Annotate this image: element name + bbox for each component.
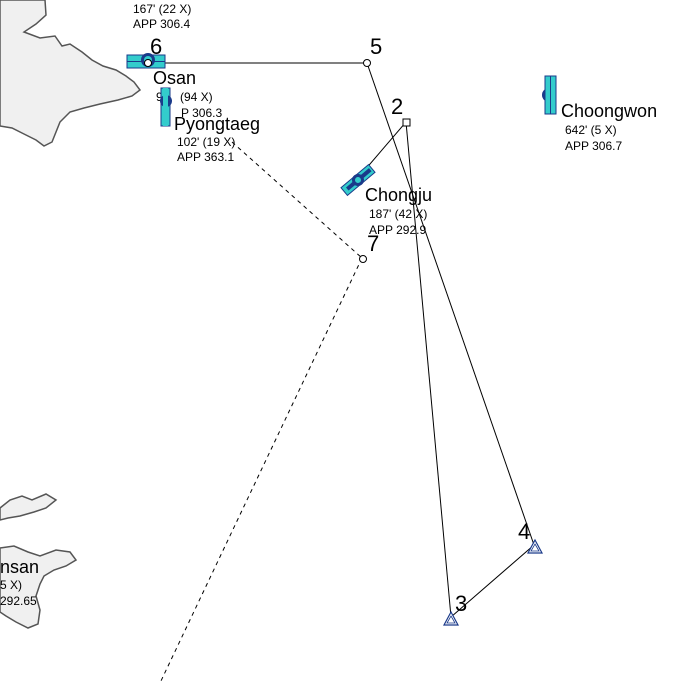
runway-overlay <box>163 88 168 126</box>
airfield-choongwon-elev: 642' (5 X) <box>565 123 617 137</box>
airfield-kunsan-name: nsan <box>0 557 39 577</box>
waypoint-2[interactable]: 2 <box>391 94 411 127</box>
waypoint-5[interactable]: 5 <box>363 34 383 67</box>
airfield-top-app: APP 306.4 <box>133 17 190 31</box>
airfield-pyongtaeg-elev: 102' (19 X) <box>177 135 235 149</box>
waypoint-7[interactable]: 7 <box>359 231 380 263</box>
airfield-kunsan-elev: 5 X) <box>0 578 22 592</box>
airfield-osan-elev: 9 <box>156 90 163 104</box>
waypoint-4-triangle-inner <box>530 543 540 552</box>
airfield-pyongtaeg-app: APP 363.1 <box>177 150 234 164</box>
route-leg-3-2 <box>405 121 452 618</box>
flight-route <box>148 62 535 618</box>
airfield-top-elev: 167' (22 X) <box>133 2 191 16</box>
waypoint-3-triangle-inner <box>446 615 456 624</box>
waypoint-2-label: 2 <box>391 94 403 119</box>
airfield-chongju-elev: 187' (42 X) <box>369 207 427 221</box>
airfield-chongju-app: APP 292.9 <box>369 223 426 237</box>
landmass-southwest-coast <box>0 545 78 629</box>
route-leg-5-4 <box>366 62 535 546</box>
waypoint-6[interactable]: 6 <box>144 34 163 67</box>
landmass-southwest <box>0 493 58 521</box>
waypoint-6-marker <box>144 59 152 67</box>
airfield-osan-app: P 306.3 <box>181 106 222 120</box>
airfield-choongwon-app: APP 306.7 <box>565 139 622 153</box>
airfield-chongju-name: Chongju <box>365 185 432 205</box>
runway-hub-ring <box>355 177 361 184</box>
waypoint-5-marker <box>363 59 371 67</box>
waypoint-6-label: 6 <box>150 34 162 59</box>
airfield-choongwon-name: Choongwon <box>561 101 657 121</box>
waypoint-7-label: 7 <box>367 231 379 256</box>
airfield-pyongtaeg-name: Pyongtaeg <box>174 114 260 134</box>
airfield-osan-name: Osan <box>153 68 196 88</box>
airfield-osan-elev-partial: (94 X) <box>180 90 213 104</box>
waypoint-7-marker <box>359 255 367 263</box>
airfield-chongju[interactable] <box>340 163 376 197</box>
airfield-choongwon[interactable] <box>542 75 557 115</box>
waypoint-4[interactable]: 4 <box>518 519 544 554</box>
dashed-route <box>159 141 363 683</box>
waypoint-5-label: 5 <box>370 34 382 59</box>
waypoint-3-label: 3 <box>455 591 467 616</box>
waypoint-3[interactable]: 3 <box>442 591 467 626</box>
landmass-northwest <box>0 0 142 147</box>
route-leg-pyongtaeg-7 <box>231 141 363 259</box>
airfield-pyongtaeg[interactable] <box>160 87 172 127</box>
waypoint-2-marker <box>402 118 411 127</box>
waypoint-4-label: 4 <box>518 519 530 544</box>
airfield-kunsan-app: 292.65 <box>0 594 37 608</box>
route-leg-7-south <box>159 257 363 683</box>
route-leg-4-3 <box>450 544 535 618</box>
